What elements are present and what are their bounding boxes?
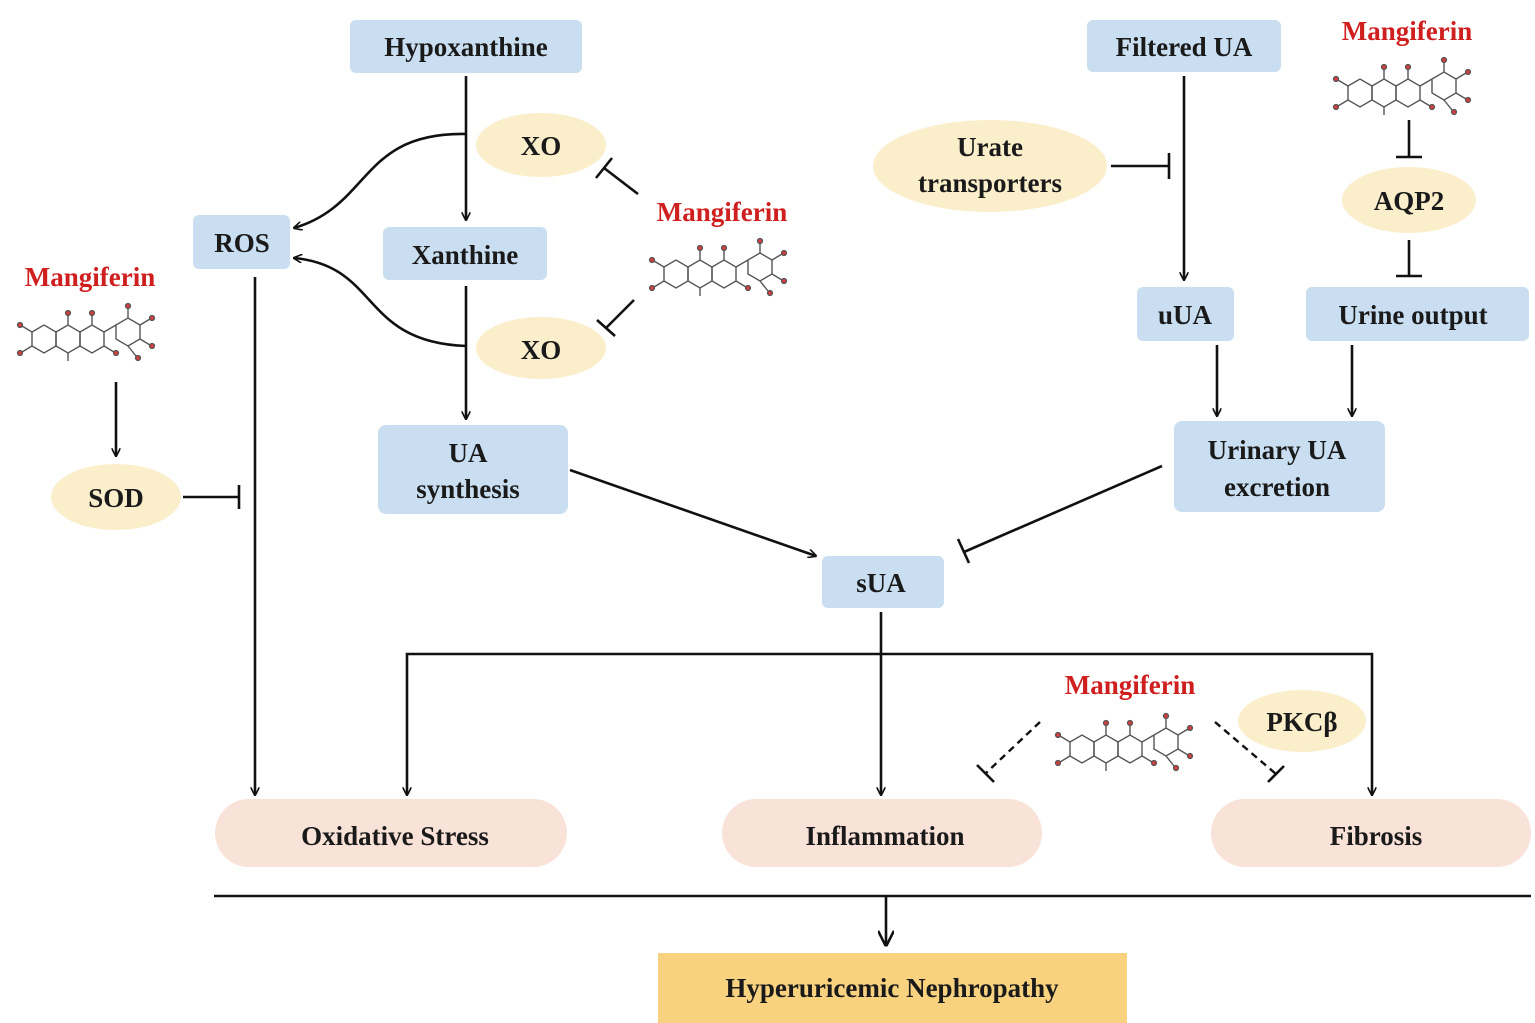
mangiferin-structure-icon <box>1054 712 1194 772</box>
urine-output-label: Urine output <box>1338 300 1487 330</box>
uua-label: uUA <box>1158 300 1213 330</box>
oxidative-stress-node: Oxidative Stress <box>215 799 567 867</box>
sod-label: SOD <box>88 483 144 513</box>
filtered-ua-node: Filtered UA <box>1087 20 1281 72</box>
aqp2-label: AQP2 <box>1374 186 1445 216</box>
arrow-xo-bottom-to-ros <box>294 258 467 348</box>
ros-node: ROS <box>193 215 290 269</box>
mangiferin-left: Mangiferin <box>16 262 156 362</box>
mangiferin-top-right-label: Mangiferin <box>1342 16 1472 46</box>
inhibit-mangiferin-to-xo-bottom <box>596 299 635 337</box>
inhibit-mangiferin-to-aqp2 <box>1396 120 1422 159</box>
xo-top-node: XO <box>476 113 606 177</box>
sod-node: SOD <box>51 464 181 530</box>
mangiferin-structure-icon <box>648 237 788 297</box>
urate-transporters-label-line2: transporters <box>918 168 1062 198</box>
hypoxanthine-label: Hypoxanthine <box>384 32 548 62</box>
inflammation-node: Inflammation <box>722 799 1042 867</box>
inhibit-mangiferin-to-xo-top <box>594 157 639 196</box>
ua-synthesis-label-line1: UA <box>449 438 488 468</box>
hypoxanthine-node: Hypoxanthine <box>350 20 582 73</box>
sua-label: sUA <box>856 568 906 598</box>
inflammation-label: Inflammation <box>805 821 964 851</box>
mangiferin-bottom-label: Mangiferin <box>1065 670 1195 700</box>
xanthine-node: Xanthine <box>383 227 547 280</box>
xo-bottom-label: XO <box>521 335 562 365</box>
arrow-sua-to-fibrosis <box>881 652 1372 795</box>
mangiferin-left-label: Mangiferin <box>25 262 155 292</box>
hyperuricemic-nephropathy-label: Hyperuricemic Nephropathy <box>725 973 1059 1003</box>
ua-synthesis-node: UA synthesis <box>378 425 568 514</box>
urate-transporters-label-line1: Urate <box>957 132 1023 162</box>
urine-output-node: Urine output <box>1306 287 1529 341</box>
urinary-ua-excretion-node: Urinary UA excretion <box>1174 421 1385 512</box>
hyperuricemic-nephropathy-node: Hyperuricemic Nephropathy <box>658 953 1127 1023</box>
xo-top-label: XO <box>521 131 562 161</box>
arrow-ua-synthesis-to-sua <box>569 468 816 556</box>
ua-synthesis-label-line2: synthesis <box>416 474 520 504</box>
inhibit-urinary-ua-to-sua <box>956 464 1163 564</box>
arrow-sua-to-oxidative-stress <box>407 652 881 795</box>
urinary-ua-label-line2: excretion <box>1224 472 1330 502</box>
urate-transporters-node: Urate transporters <box>873 120 1107 212</box>
mangiferin-center: Mangiferin <box>648 197 788 297</box>
ros-label: ROS <box>214 228 270 258</box>
arrow-xo-top-to-ros <box>294 132 467 228</box>
oxidative-stress-label: Oxidative Stress <box>301 821 489 851</box>
urinary-ua-label-line1: Urinary UA <box>1208 435 1347 465</box>
inhibit-aqp2-to-urine-output <box>1396 240 1422 278</box>
mangiferin-structure-icon <box>16 302 156 362</box>
inhibit-mangiferin-to-fibrosis <box>1214 721 1285 783</box>
inhibit-mangiferin-to-inflammation <box>976 721 1041 783</box>
xanthine-label: Xanthine <box>412 240 519 270</box>
mangiferin-top-right: Mangiferin <box>1332 16 1472 116</box>
filtered-ua-label: Filtered UA <box>1116 32 1253 62</box>
pkcb-label: PKCβ <box>1266 707 1337 737</box>
sua-node: sUA <box>822 556 944 608</box>
pkcb-node: PKCβ <box>1238 690 1366 752</box>
mangiferin-bottom: Mangiferin <box>1054 670 1195 772</box>
mangiferin-structure-icon <box>1332 56 1472 116</box>
aqp2-node: AQP2 <box>1342 167 1476 233</box>
xo-bottom-node: XO <box>476 317 606 379</box>
fibrosis-label: Fibrosis <box>1330 821 1423 851</box>
uua-node: uUA <box>1137 287 1234 341</box>
inhibit-urate-transporters <box>1111 153 1171 179</box>
inhibit-sod-to-ros-path <box>183 485 241 509</box>
mangiferin-center-label: Mangiferin <box>657 197 787 227</box>
fibrosis-node: Fibrosis <box>1211 799 1531 867</box>
